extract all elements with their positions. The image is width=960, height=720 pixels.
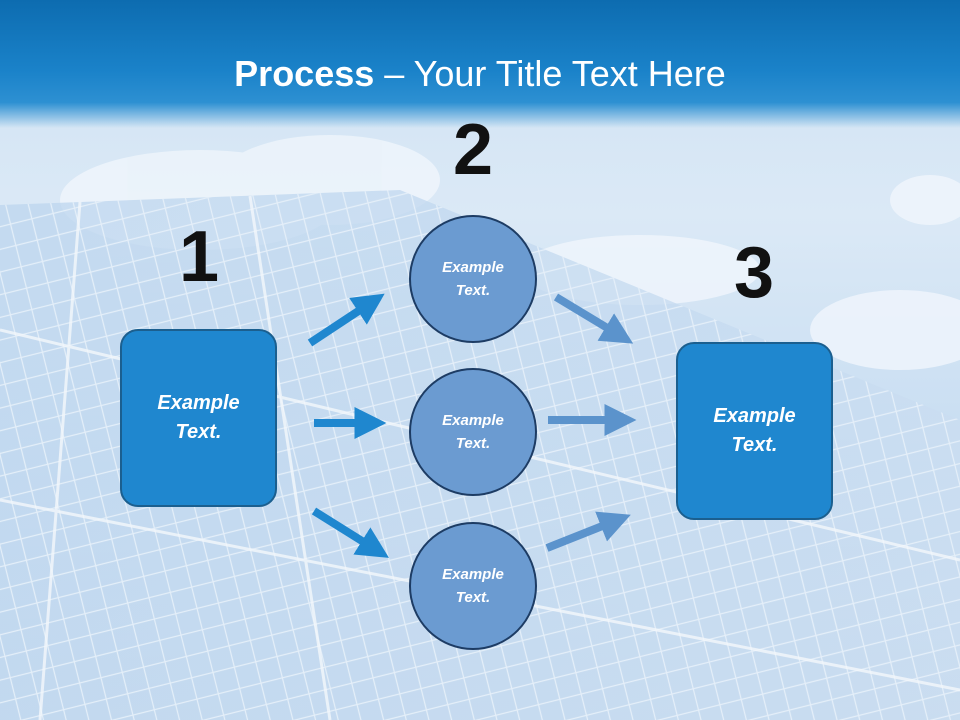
circle-bottom-line-2: Text. [455,589,491,606]
step-3-line-1: Example [713,405,796,427]
step-3-line-2: Text. [731,434,778,456]
title-strong: Process [234,53,375,94]
title-rest: – Your Title Text Here [374,53,726,94]
step-number-3: 3 [733,233,775,313]
step-number-2: 2 [452,110,494,190]
step-1-line-2: Text. [175,421,222,443]
circle-top-line-1: Example [442,259,504,276]
circle-middle-line-1: Example [442,412,504,429]
slide-title: Process – Your Title Text Here [0,52,960,96]
circle-middle-line-2: Text. [455,435,491,452]
step-3-box[interactable]: Example Text. [676,342,833,520]
step-2-circle-middle[interactable]: Example Text. [409,368,537,496]
step-1-line-1: Example [157,392,240,414]
circle-top-line-2: Text. [455,282,491,299]
circle-bottom-line-1: Example [442,566,504,583]
step-number-1: 1 [178,217,220,297]
step-2-circle-bottom[interactable]: Example Text. [409,522,537,650]
step-2-circle-top[interactable]: Example Text. [409,215,537,343]
header-banner [0,0,960,128]
step-1-box[interactable]: Example Text. [120,329,277,507]
